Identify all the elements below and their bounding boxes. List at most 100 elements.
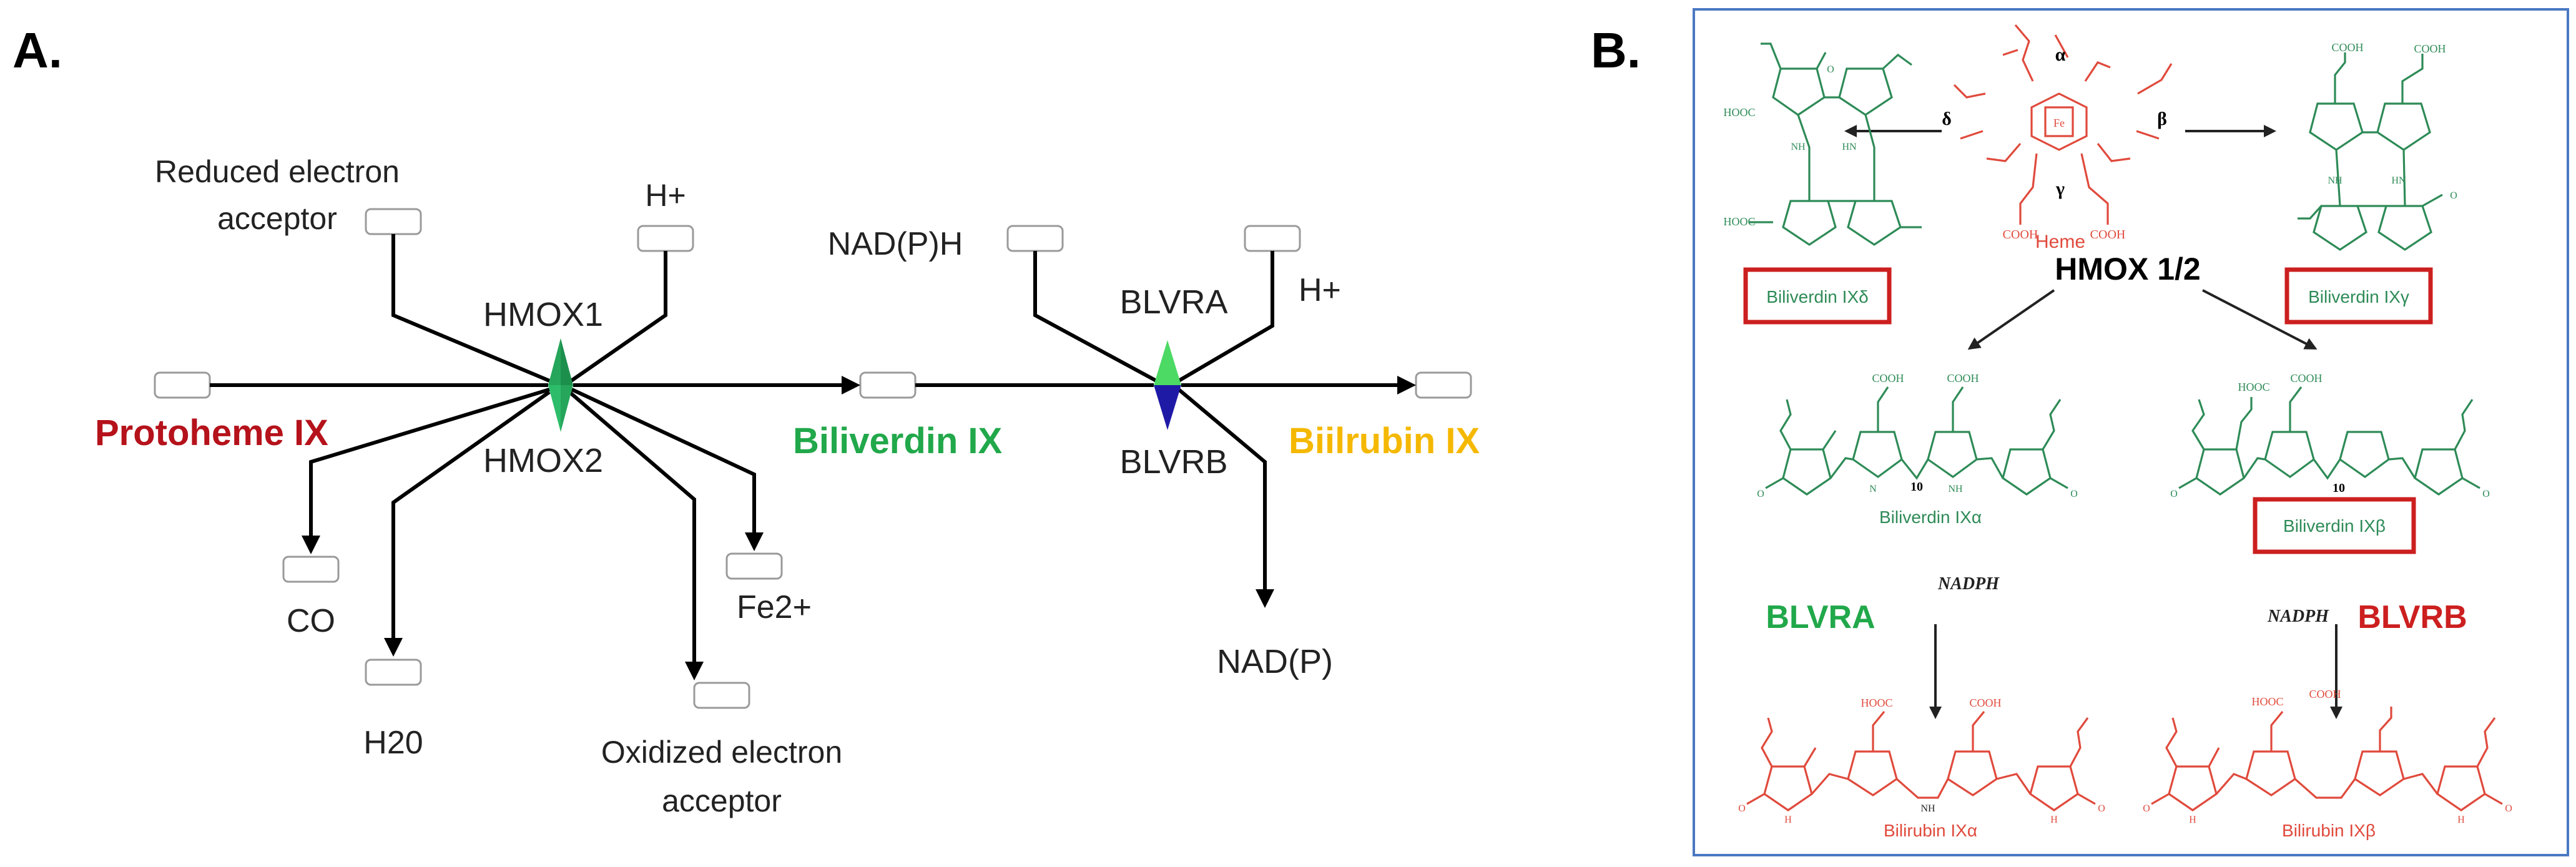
bra-h-left: H — [1784, 815, 1792, 825]
heme-arrows — [1844, 125, 2342, 719]
bra-hooc: HOOC — [1861, 697, 1892, 709]
bra-h-right: H — [2050, 815, 2058, 825]
heme-fe: Fe — [2053, 117, 2065, 129]
bvd-nh: NH — [1791, 142, 1806, 152]
label-h2o: H20 — [363, 725, 423, 761]
heme-delta: δ — [1942, 109, 1952, 129]
node-h-plus-1[interactable] — [637, 225, 694, 252]
blvr-reaction-edges — [915, 251, 1416, 608]
bvd-hooc-top: HOOC — [1723, 106, 1755, 119]
label-h-plus-1: H+ — [645, 178, 686, 213]
bilirubin-beta-label: Bilirubin IXβ — [2282, 821, 2376, 840]
node-reduced-acceptor[interactable] — [365, 208, 422, 235]
biliverdin-beta-structure: HOOC COOH 10 O O — [2170, 372, 2490, 499]
bvg-cooh-left: COOH — [2331, 41, 2363, 54]
bra-o-right: O — [2098, 803, 2105, 814]
blvra-label: BLVRA — [1766, 599, 1875, 635]
panel-a: A. — [12, 22, 1480, 818]
bvg-o: O — [2450, 190, 2457, 201]
label-hmox1: HMOX1 — [483, 296, 603, 333]
bvg-hn: HN — [2391, 175, 2406, 186]
node-biliverdin[interactable] — [859, 371, 917, 399]
hmox-label: HMOX 1/2 — [2055, 252, 2200, 287]
node-bilirubin[interactable] — [1415, 371, 1472, 399]
biliverdin-gamma-structure: COOH COOH NH HN O — [2298, 41, 2457, 251]
biliverdin-gamma-label: Biliverdin IXγ — [2308, 287, 2409, 306]
bva-cooh-right: COOH — [1947, 372, 1979, 385]
biliverdin-beta-box — [2253, 497, 2416, 554]
label-nadph: NAD(P)H — [828, 226, 963, 262]
bilirubin-alpha-structure: HOOC COOH NH H H O O — [1738, 697, 2105, 825]
brb-o-right: O — [2505, 803, 2512, 814]
heme-structure: Fe COOH COOH α β γ δ Heme — [1942, 24, 2173, 252]
biliverdin-delta-structure: HOOC HOOC NH HN O — [1723, 42, 1922, 246]
bilirubin-beta-structure: HOOC COOH H H O O — [2143, 688, 2512, 825]
label-reduced-acceptor-1: Reduced electron — [155, 154, 400, 189]
bva-n: N — [1869, 484, 1877, 494]
bra-o-left: O — [1738, 803, 1746, 814]
nadph-left-label: NADPH — [1937, 574, 2000, 594]
heme-cooh-left: COOH — [2003, 228, 2038, 242]
heme-cooh-right: COOH — [2090, 228, 2126, 242]
label-biliverdin: Biliverdin IX — [793, 421, 1003, 461]
bvb-o-left: O — [2170, 489, 2178, 499]
bvb-cooh-right: COOH — [2290, 372, 2322, 385]
bvb-ten: 10 — [2333, 481, 2345, 495]
brb-h-left: H — [2189, 815, 2196, 825]
node-oxidized-acceptor[interactable] — [693, 682, 750, 709]
hmox-diamond[interactable] — [548, 338, 573, 432]
biliverdin-delta-label: Biliverdin IXδ — [1766, 287, 1868, 306]
panel-b-letter: B. — [1591, 22, 1641, 78]
heme-gamma: γ — [2055, 179, 2065, 199]
bvd-hooc-bottom: HOOC — [1723, 215, 1755, 228]
heme-beta: β — [2157, 109, 2167, 129]
brb-cooh: COOH — [2309, 688, 2341, 700]
label-co: CO — [287, 603, 335, 639]
node-h-plus-2[interactable] — [1244, 225, 1301, 252]
node-protoheme[interactable] — [154, 371, 211, 399]
bra-cooh: COOH — [1969, 697, 2001, 709]
bvd-o: O — [1827, 64, 1834, 75]
bvg-cooh-right: COOH — [2414, 42, 2446, 55]
label-protoheme: Protoheme IX — [95, 413, 328, 453]
biliverdin-alpha-label: Biliverdin IXα — [1879, 507, 1982, 527]
bilirubin-alpha-label: Bilirubin IXα — [1884, 821, 1977, 840]
blvr-diamond[interactable] — [1154, 340, 1181, 430]
label-blvra: BLVRA — [1119, 283, 1227, 321]
bvb-o-right: O — [2482, 489, 2490, 499]
label-fe2: Fe2+ — [737, 589, 812, 625]
node-h2o[interactable] — [365, 659, 422, 686]
brb-o-left: O — [2143, 803, 2150, 814]
panel-b: B. Fe COOH COOH α — [1591, 8, 2569, 856]
biliverdin-alpha-structure: COOH COOH 10 N NH O O — [1757, 372, 2078, 499]
bra-nh: NH — [1920, 803, 1935, 814]
label-oxidized-acceptor-1: Oxidized electron — [601, 735, 842, 770]
bva-cooh-left: COOH — [1872, 372, 1904, 385]
hmox-reaction-edges — [210, 234, 860, 680]
label-bilirubin: Biilrubin IX — [1289, 421, 1480, 461]
biliverdin-delta-box — [1743, 267, 1892, 325]
node-nadph[interactable] — [1006, 225, 1064, 252]
panel-b-frame — [1693, 8, 2569, 856]
bva-ten: 10 — [1910, 480, 1923, 494]
bvb-cooh-left: HOOC — [2238, 381, 2269, 393]
nadph-right-label: NADPH — [2267, 607, 2329, 626]
node-co[interactable] — [282, 556, 340, 583]
node-fe2[interactable] — [725, 552, 783, 580]
label-blvrb: BLVRB — [1119, 443, 1227, 481]
label-nadp: NAD(P) — [1217, 643, 1333, 680]
bva-o-right: O — [2070, 489, 2078, 499]
label-h-plus-2: H+ — [1299, 272, 1341, 308]
bvg-nh: NH — [2328, 175, 2342, 186]
bva-o-left: O — [1757, 489, 1764, 499]
label-oxidized-acceptor-2: acceptor — [662, 783, 782, 818]
brb-hooc: HOOC — [2251, 695, 2283, 708]
label-reduced-acceptor-2: acceptor — [217, 201, 337, 236]
bva-nh-right: NH — [1948, 484, 1963, 494]
biliverdin-beta-label: Biliverdin IXβ — [2283, 516, 2386, 536]
heme-alpha: α — [2055, 44, 2066, 65]
heme-label: Heme — [2035, 232, 2085, 252]
blvrb-label: BLVRB — [2357, 599, 2467, 635]
label-hmox2: HMOX2 — [483, 442, 603, 479]
